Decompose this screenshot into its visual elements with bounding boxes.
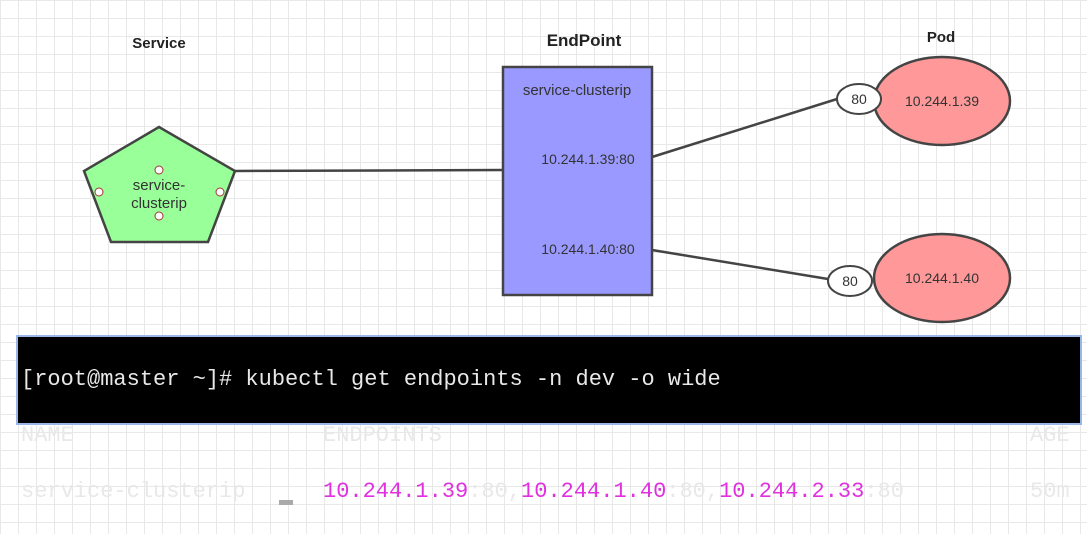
pod1-port-text: 80	[851, 91, 867, 107]
pod-label: Pod	[927, 29, 955, 46]
service-node-text1: service-	[133, 177, 186, 194]
terminal-command: [root@master ~]# kubectl get endpoints -…	[21, 367, 721, 392]
header-age: AGE	[1030, 423, 1070, 448]
pod-node-2[interactable]	[872, 232, 1012, 324]
service-label: Service	[132, 35, 185, 52]
edge-pod2	[651, 248, 829, 281]
endpoint-ip2: 10.244.1.40:80	[541, 241, 635, 257]
endpoint-title: service-clusterip	[523, 82, 631, 99]
pod1-ip: 10.244.1.39	[905, 93, 979, 109]
endpoint-node[interactable]	[501, 65, 654, 297]
edge-pod1	[651, 97, 838, 159]
header-endpoints: ENDPOINTS	[323, 423, 442, 448]
connection-points	[94, 165, 225, 221]
row-name: service-clusterip	[21, 479, 246, 504]
pod2-port-text: 80	[842, 273, 858, 289]
terminal[interactable]: [root@master ~]# kubectl get endpoints -…	[16, 335, 1082, 505]
row-age: 50m	[1030, 479, 1070, 504]
service-node[interactable]	[82, 125, 237, 244]
service-endpoint-edge	[234, 168, 504, 173]
pod2-port	[827, 265, 873, 297]
diagram: Service EndPoint Pod service- clusterip …	[82, 29, 1012, 324]
endpoint-label: EndPoint	[547, 31, 622, 50]
pod1-port	[836, 83, 882, 115]
cursor	[279, 500, 293, 505]
pod2-ip: 10.244.1.40	[905, 270, 979, 286]
row-endpoints: 10.244.1.39:80,10.244.1.40:80,10.244.2.3…	[323, 479, 904, 504]
service-node-text2: clusterip	[131, 195, 187, 212]
endpoint-ip1: 10.244.1.39:80	[541, 151, 635, 167]
header-name: NAME	[21, 423, 74, 448]
